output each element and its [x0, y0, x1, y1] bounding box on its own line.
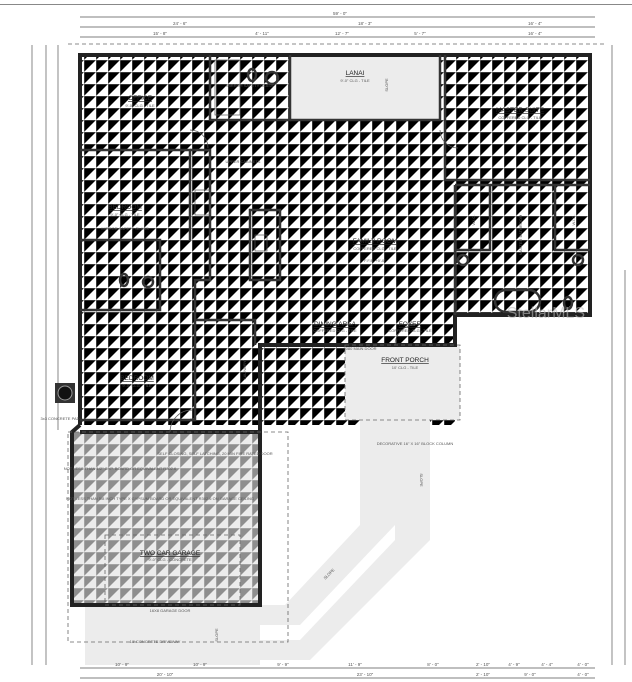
room-sub: 9'-0" CLG - TILE	[340, 78, 370, 83]
dim: 5' - 7"	[414, 31, 426, 36]
room-front-porch: FRONT PORCH	[381, 357, 429, 364]
dim: 15' - 8"	[153, 31, 167, 36]
dim: 4' - 4"	[541, 662, 553, 667]
note-slope: SLOPE	[419, 473, 424, 487]
note-gyp: NOT LESS THAN 1/2" GYP. BOARD OR EQUIVAL…	[64, 466, 177, 471]
range-icon	[194, 189, 211, 216]
note-mirror: MIRROR SAFETY GLASS	[226, 83, 274, 88]
note-column: DECORATIVE 16" X 16" BLOCK COLUMN	[377, 441, 454, 446]
room-foyer: FOYER	[399, 321, 422, 328]
note-garage-door: 16X8 GARAGE DOOR	[150, 608, 191, 613]
dim: 20' - 10"	[157, 672, 174, 677]
shower	[214, 59, 241, 116]
room-sub: COFFERED CLG - TILE	[353, 246, 397, 251]
dim: 10' - 9"	[193, 662, 207, 667]
room-sub: 9'-0" CLG - TILE	[125, 103, 155, 108]
elevation-note: F.F.E. +0'-0"	[364, 258, 386, 263]
dim: 9' - 9"	[277, 662, 289, 667]
room-sub: COFFERED CLG - TILE	[388, 328, 432, 333]
dim: 2' - 10"	[476, 662, 490, 667]
dim: 10' - 9"	[115, 662, 129, 667]
dim: 16' - 4"	[528, 21, 542, 26]
room-dining: DINING AREA	[314, 321, 357, 328]
dim: 18' - 3"	[358, 21, 372, 26]
sink-icon	[571, 253, 585, 267]
toilet-icon	[562, 295, 574, 311]
dim: 23' - 10"	[357, 672, 374, 677]
kitchen-island	[248, 208, 282, 282]
room-wic: W.I.C.	[571, 215, 576, 226]
room-wic: W.I.C.	[471, 215, 476, 226]
toilet-icon	[246, 67, 258, 83]
room-laundry: LAUNDRY	[242, 360, 247, 379]
room-sub: COFFERED CLG - TILE	[313, 328, 357, 333]
dim: 4' - 0"	[577, 662, 589, 667]
dim: 4' - 0"	[577, 672, 589, 677]
toilet-icon	[118, 272, 130, 288]
dim: 9' - 0"	[524, 672, 536, 677]
note-garage-ceiling: NOT LESS THAN 5/8 INCH TYPE X GYPSUM BOA…	[66, 496, 254, 501]
sink-icon	[264, 70, 280, 86]
notes: UPPER CABINETS MIRROR SAFETY GLASS MIRRO…	[40, 78, 453, 642]
room-family-room: FAMILY ROOM	[353, 238, 398, 245]
dim: 8' - 0"	[427, 662, 439, 667]
room-garage: TWO CAR GARAGE	[140, 550, 201, 557]
room-master-suite: MASTER SUITE	[496, 107, 545, 114]
room-sub: 9'-0" CLG - TILE	[122, 383, 152, 388]
driveway-label: 18' CONCRETE DRIVEWAY	[130, 639, 181, 644]
sink-icon	[141, 275, 155, 289]
note-upper-cabinets: UPPER CABINETS	[226, 159, 261, 164]
dim: 12' - 7"	[335, 31, 349, 36]
room-sub: 9'-0" CLG - TILE	[110, 212, 140, 217]
dimensions-bottom: 10' - 9" 10' - 9" 9' - 9" 11' - 9" 8' - …	[80, 662, 595, 679]
room-lanai: LANAI	[346, 70, 365, 77]
note-mirror: MIRROR SAFETY GLASS	[101, 226, 149, 231]
room-master-bathroom: MASTER BATHROOM	[518, 215, 523, 256]
sink-icon	[456, 253, 470, 267]
room-sub: 10' CLG - TILE	[392, 365, 419, 370]
note-self-closing: SELF CLOSING, SELF LATCHING, 20 MIN FIRE…	[157, 451, 272, 456]
room-sub: 9'-0" CLG - CONCRETE	[148, 557, 192, 562]
note-pad: 3x3 CONCRETE PAD	[40, 416, 79, 421]
bathtub-icon	[493, 288, 542, 314]
note-main-door: 3080 MAIN DOOR	[343, 346, 376, 351]
dim: 4' - 9"	[508, 662, 520, 667]
dim: 2' - 10"	[476, 672, 490, 677]
room-office: OFFICE	[128, 95, 152, 102]
dimensions-top: 59' - 0" 24' - 6" 18' - 3" 16' - 4" 15' …	[68, 11, 605, 45]
room-bedroom: BEDROOM	[108, 204, 142, 211]
room-bedroom: BEDROOM	[120, 375, 154, 382]
interior-walls	[80, 55, 590, 422]
dim: 4' - 11"	[255, 31, 269, 36]
room-sub: COFFERED CLG - TILE	[498, 115, 542, 120]
note-slope: SLOPE	[214, 628, 219, 642]
watermark: StellarMLS	[507, 305, 585, 322]
dim: 11' - 9"	[348, 662, 362, 667]
dim: 59' - 0"	[333, 11, 347, 16]
room-labels: OFFICE 9'-0" CLG - TILE LANAI 9'-0" CLG …	[108, 70, 576, 644]
note-slope: SLOPE	[384, 78, 389, 92]
dim: 16' - 4"	[528, 31, 542, 36]
dim: 24' - 6"	[173, 21, 187, 26]
